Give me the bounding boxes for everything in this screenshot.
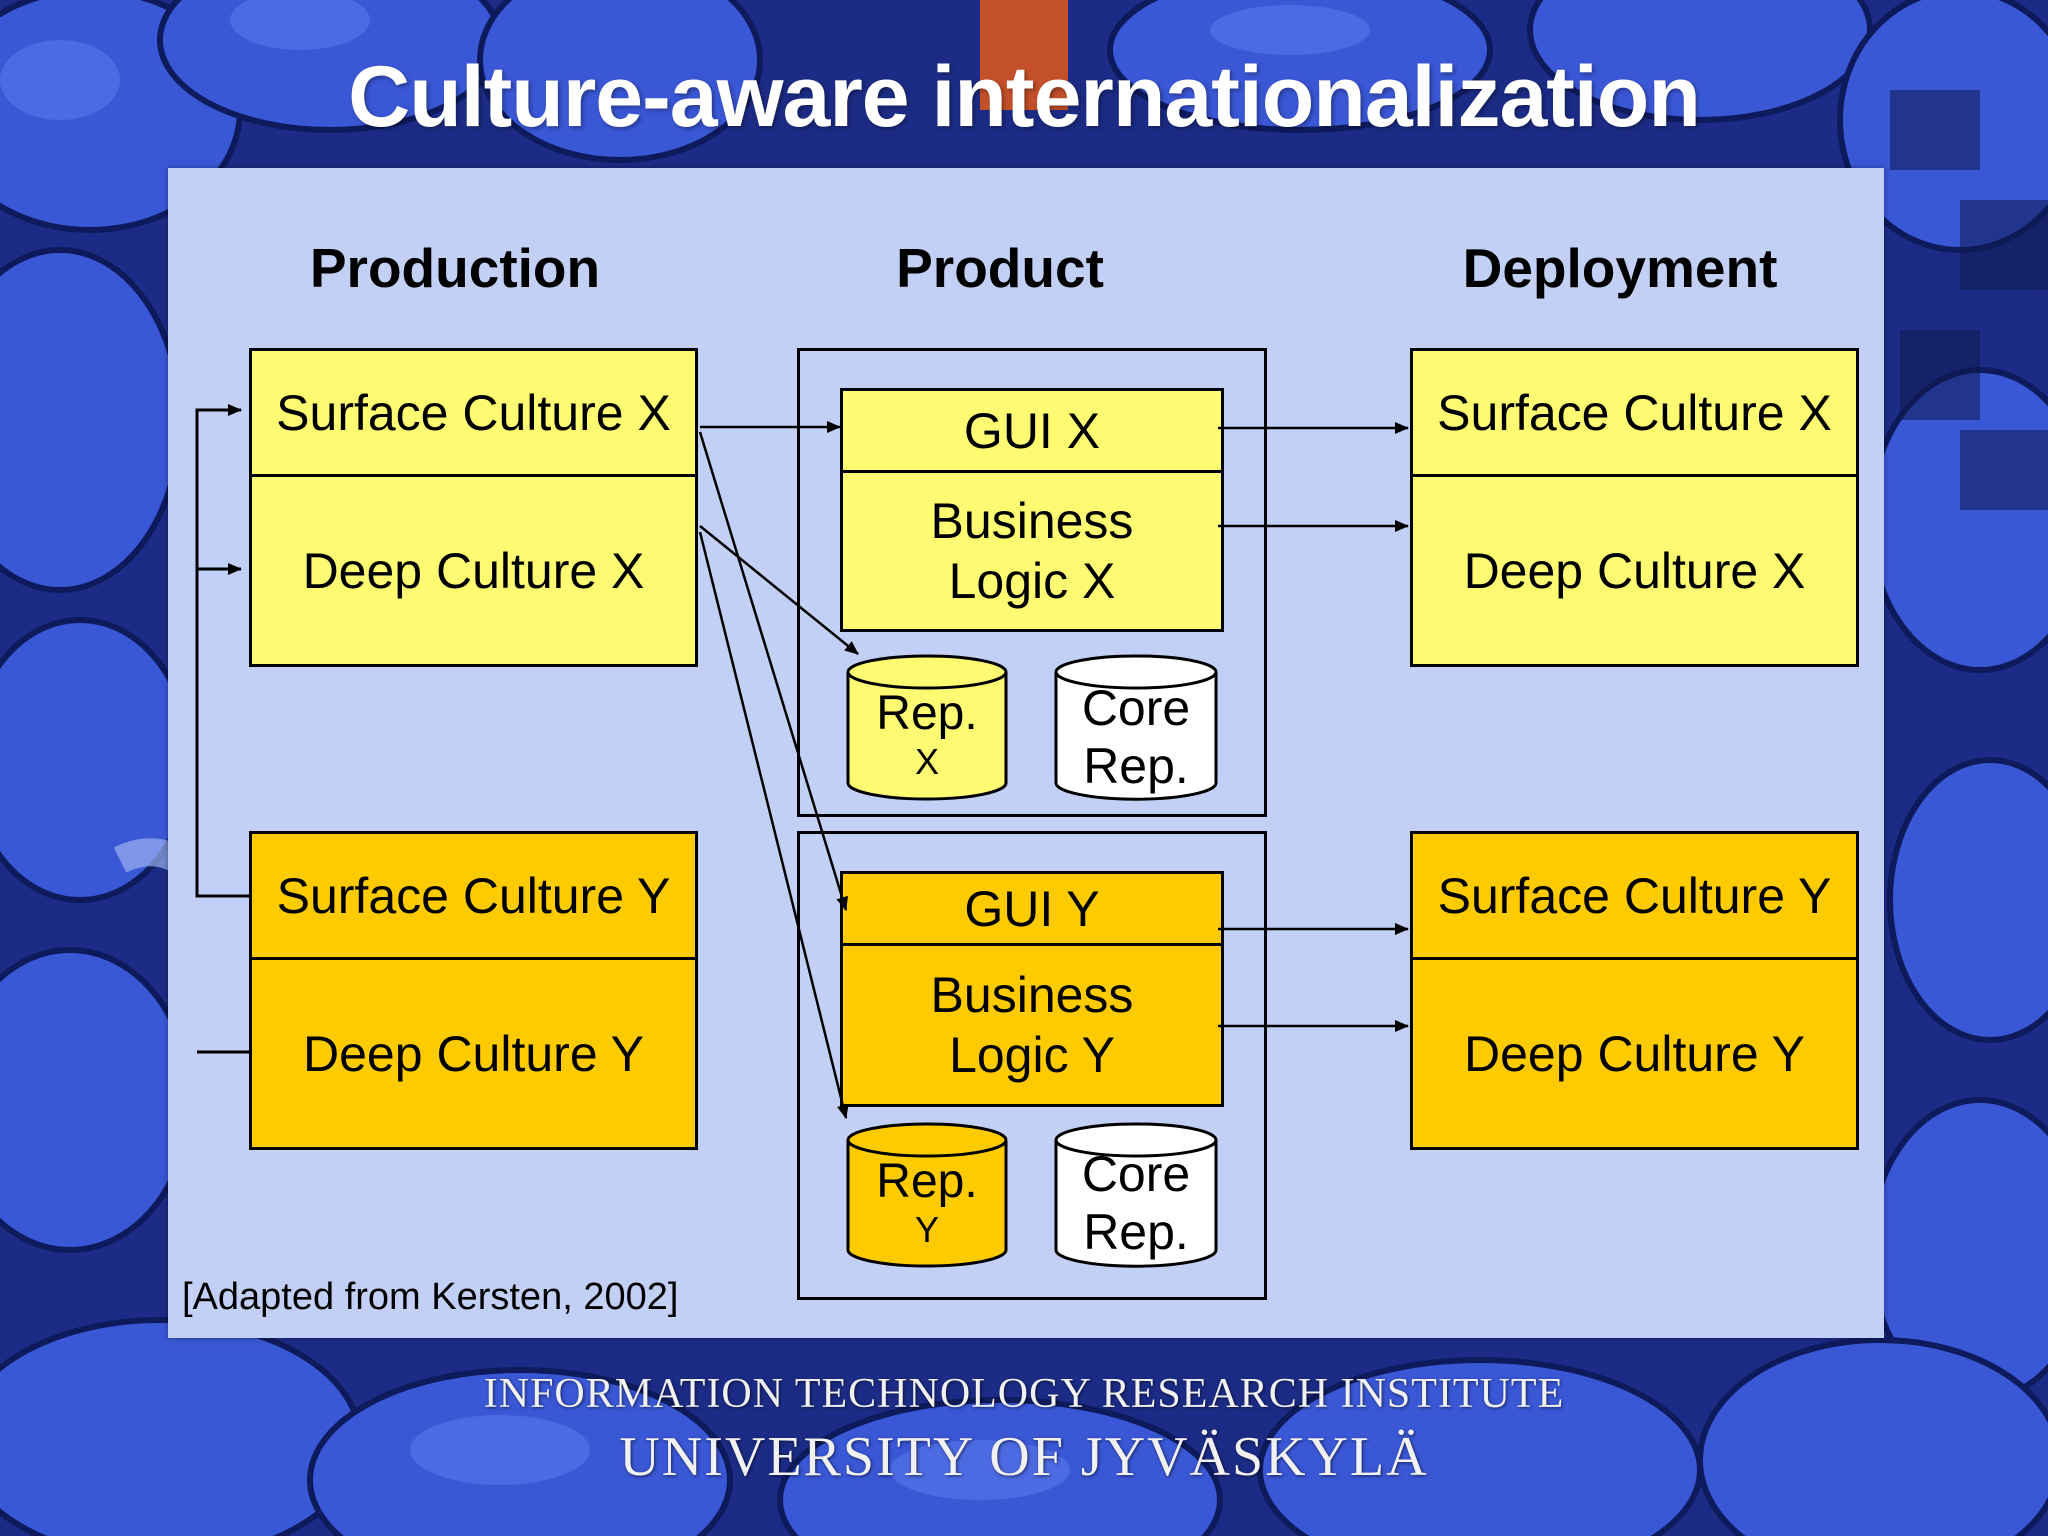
business-logic-y-line1: Business bbox=[930, 967, 1134, 1023]
deployment-deep-culture-y: Deep Culture Y bbox=[1413, 960, 1856, 1147]
deployment-deep-culture-x: Deep Culture X bbox=[1413, 477, 1856, 664]
business-logic-x-line1: Business bbox=[930, 493, 1134, 549]
footer-university: UNIVERSITY OF JYVÄSKYLÄ bbox=[619, 1426, 1429, 1488]
deployment-culture-x-box: Surface Culture X Deep Culture X bbox=[1410, 348, 1859, 667]
deployment-culture-y-box: Surface Culture Y Deep Culture Y bbox=[1410, 831, 1859, 1150]
core-rep-x-line1: Core bbox=[1081, 680, 1191, 736]
business-logic-y: Business Logic Y bbox=[843, 946, 1221, 1104]
production-heading: Production bbox=[309, 237, 601, 299]
deployment-surface-culture-y: Surface Culture Y bbox=[1413, 834, 1856, 960]
business-logic-x: Business Logic X bbox=[843, 473, 1221, 629]
production-culture-x-box: Surface Culture X Deep Culture X bbox=[249, 348, 698, 667]
rep-x-line1: Rep. bbox=[876, 687, 978, 740]
slide-title: Culture-aware internationalization bbox=[348, 49, 1701, 145]
core-rep-y-line1: Core bbox=[1081, 1146, 1191, 1202]
citation: [Adapted from Kersten, 2002] bbox=[182, 1276, 679, 1318]
production-deep-culture-x: Deep Culture X bbox=[252, 477, 695, 664]
product-y-app-box: GUI Y Business Logic Y bbox=[840, 871, 1224, 1107]
business-logic-x-line2: Logic X bbox=[948, 553, 1116, 609]
deployment-surface-culture-x: Surface Culture X bbox=[1413, 351, 1856, 477]
production-deep-culture-y: Deep Culture Y bbox=[252, 960, 695, 1147]
product-x-app-box: GUI X Business Logic X bbox=[840, 388, 1224, 632]
production-surface-culture-y: Surface Culture Y bbox=[252, 834, 695, 960]
rep-y-label: Rep. Y bbox=[858, 1154, 996, 1251]
core-rep-y-line2: Rep. bbox=[1083, 1203, 1189, 1260]
rep-y-line2: Y bbox=[914, 1209, 939, 1251]
footer-institute: INFORMATION TECHNOLOGY RESEARCH INSTITUT… bbox=[483, 1371, 1565, 1417]
production-culture-y-box: Surface Culture Y Deep Culture Y bbox=[249, 831, 698, 1150]
rep-x-line2: X bbox=[914, 741, 939, 783]
business-logic-y-line2: Logic Y bbox=[949, 1027, 1115, 1083]
core-rep-x-line2: Rep. bbox=[1083, 737, 1189, 794]
rep-x-label: Rep. X bbox=[858, 686, 996, 783]
gui-x: GUI X bbox=[843, 391, 1221, 473]
core-rep-x-label: Core Rep. bbox=[1064, 680, 1208, 795]
deployment-heading: Deployment bbox=[1462, 237, 1778, 299]
core-rep-y-label: Core Rep. bbox=[1064, 1146, 1208, 1261]
gui-y: GUI Y bbox=[843, 874, 1221, 946]
rep-y-line1: Rep. bbox=[876, 1155, 978, 1208]
product-heading: Product bbox=[896, 237, 1104, 299]
production-surface-culture-x: Surface Culture X bbox=[252, 351, 695, 477]
